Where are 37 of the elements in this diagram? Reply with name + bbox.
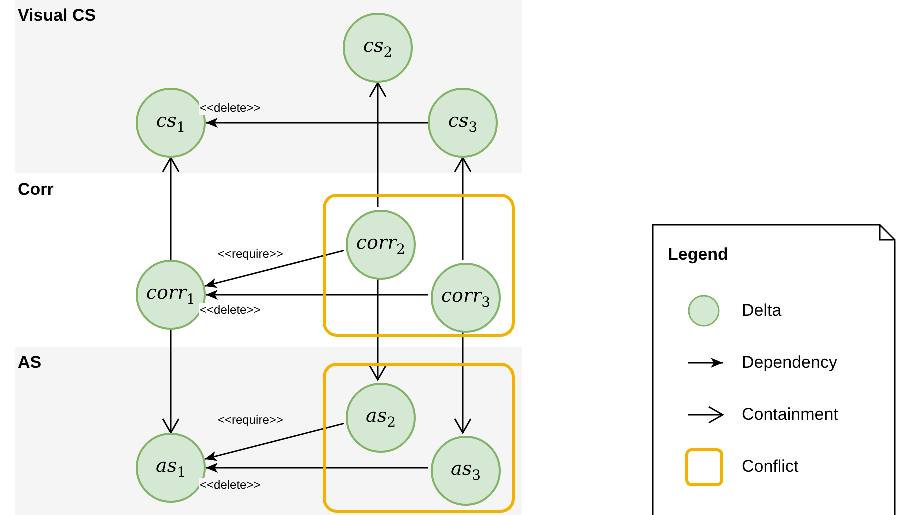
- delta-label: corr$_{3}$: [441, 285, 491, 311]
- containment-arrow: [369, 82, 387, 207]
- containment-arrow: [369, 277, 387, 381]
- conflict-frame: [323, 194, 515, 337]
- layer-title: AS: [18, 353, 42, 373]
- dependency-arrow: [206, 290, 428, 300]
- containment-arrow: [454, 157, 472, 260]
- containment-arrow: [454, 330, 472, 434]
- delta-label: as$_{2}$: [366, 405, 396, 431]
- edge-label: <<delete>>: [199, 101, 262, 115]
- dependency-arrow: [206, 463, 428, 473]
- conflict-frame: [323, 363, 515, 513]
- layer-band: [15, 347, 522, 515]
- edge-label: <<delete>>: [199, 303, 262, 317]
- containment-arrow: [162, 330, 180, 434]
- delta-label: corr$_{1}$: [146, 282, 196, 308]
- legend-title: Legend: [668, 245, 728, 265]
- edge-label: <<require>>: [217, 413, 284, 427]
- layer-band: [15, 0, 522, 173]
- legend-label: Delta: [742, 301, 782, 321]
- dependency-arrow: [204, 422, 344, 462]
- legend-label: Conflict: [742, 457, 799, 477]
- dependency-arrow: [206, 118, 428, 128]
- dependency-arrow: [204, 250, 344, 288]
- delta-label: cs$_{2}$: [363, 35, 393, 61]
- corr-layer-title: Corr: [18, 180, 54, 200]
- legend-label: Dependency: [742, 353, 838, 373]
- containment-arrow: [162, 157, 180, 260]
- delta-label: corr$_{2}$: [356, 232, 406, 258]
- delta-label: as$_{1}$: [156, 455, 186, 481]
- delta-label: cs$_{3}$: [448, 110, 478, 136]
- edge-label: <<require>>: [217, 247, 284, 261]
- edge-label: <<delete>>: [199, 478, 262, 492]
- delta-label: as$_{3}$: [451, 458, 481, 484]
- layer-title: Visual CS: [18, 6, 96, 26]
- delta-label: cs$_{1}$: [156, 110, 186, 136]
- legend-label: Containment: [742, 405, 838, 425]
